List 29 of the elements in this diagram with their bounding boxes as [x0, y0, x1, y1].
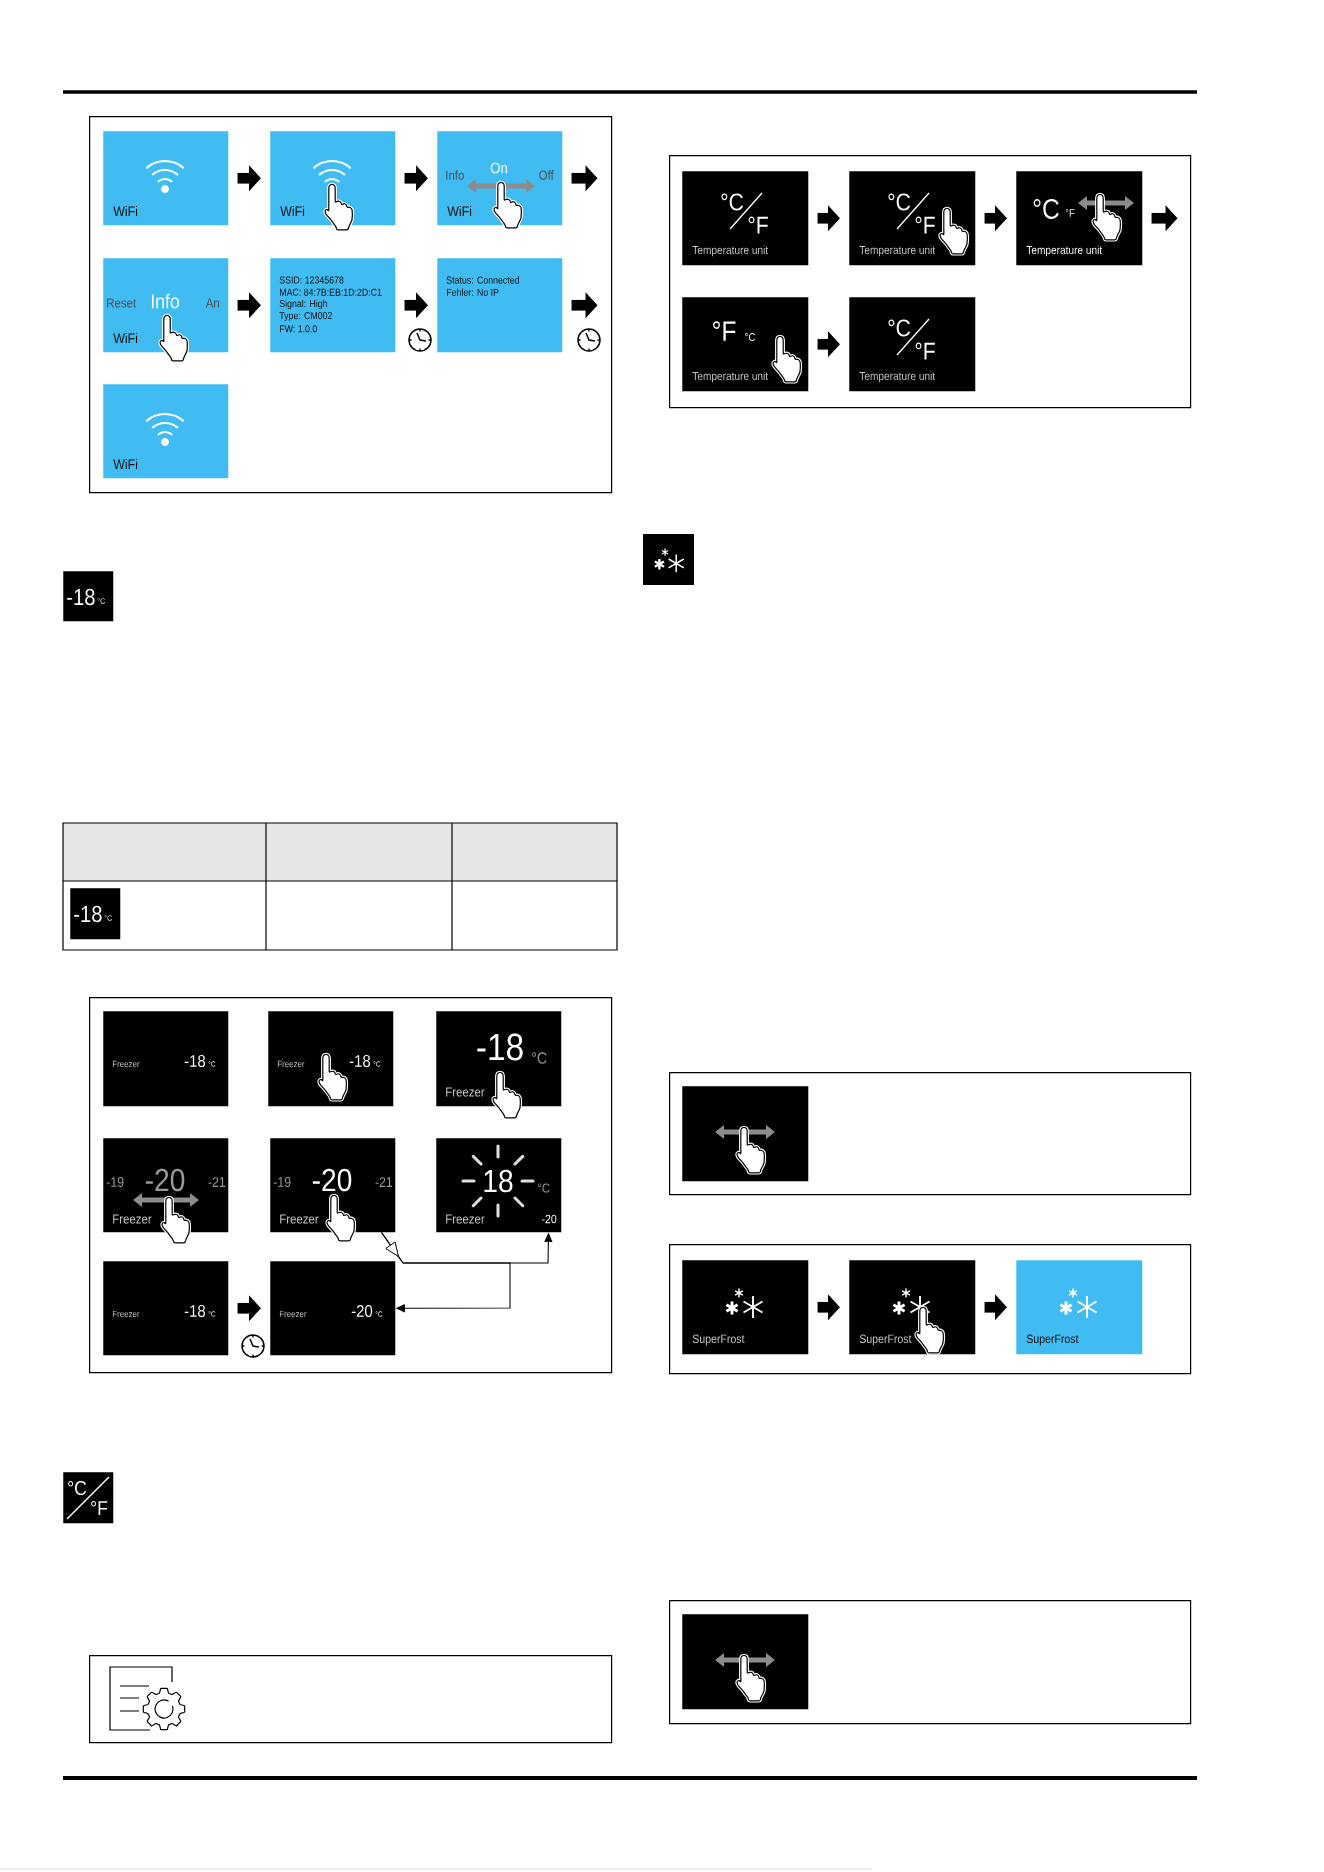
- connector-arrow: [381, 1232, 511, 1313]
- display-screen: Reset Info An WiFi: [103, 258, 229, 353]
- figure-frame: [89, 997, 613, 1374]
- figure-frame: [669, 1244, 1192, 1375]
- figure-frame: [89, 116, 613, 494]
- display-screen: SuperFrost: [1016, 1260, 1143, 1355]
- display-screen: WiFi: [103, 384, 229, 479]
- display-screen: WiFi: [270, 131, 396, 226]
- figure-frame: [669, 1072, 1192, 1196]
- display-screen: -19 -20 -21 Freezer: [103, 1138, 229, 1233]
- display-screen: °C °F Temperature unit: [1016, 171, 1143, 266]
- display-screen: SSID: 12345678 MAC: 84:7B:EB:1D:2D:C1 Signal: High Type: CM002 FW: 1.0.0: [270, 258, 396, 353]
- figure-frame: [669, 1600, 1192, 1725]
- display-screen: °C °F Temperature unit: [682, 171, 809, 266]
- figure-frame: [89, 1655, 613, 1744]
- display-screen: Status: Connected Fehler: No IP: [437, 258, 563, 353]
- display-screen: °C °F Temperature unit: [849, 171, 976, 266]
- display-screen: SuperFrost: [682, 1260, 809, 1355]
- display-screen: WiFi: [103, 131, 229, 226]
- display-screen: SuperFrost: [849, 1260, 976, 1355]
- display-screen: Info On Off WiFi: [437, 131, 563, 226]
- display-screen: 18 °C Freezer -20: [436, 1138, 562, 1233]
- display-screen: [682, 1614, 809, 1710]
- display-screen: °F °C Temperature unit: [682, 297, 809, 392]
- display-screen: °C °F Temperature unit: [849, 297, 976, 392]
- display-screen: [682, 1086, 809, 1182]
- display-screen: -18 °C Freezer: [436, 1011, 562, 1107]
- figure-frame: [669, 155, 1192, 409]
- display-screen: -19 -20 -21 Freezer: [270, 1138, 396, 1233]
